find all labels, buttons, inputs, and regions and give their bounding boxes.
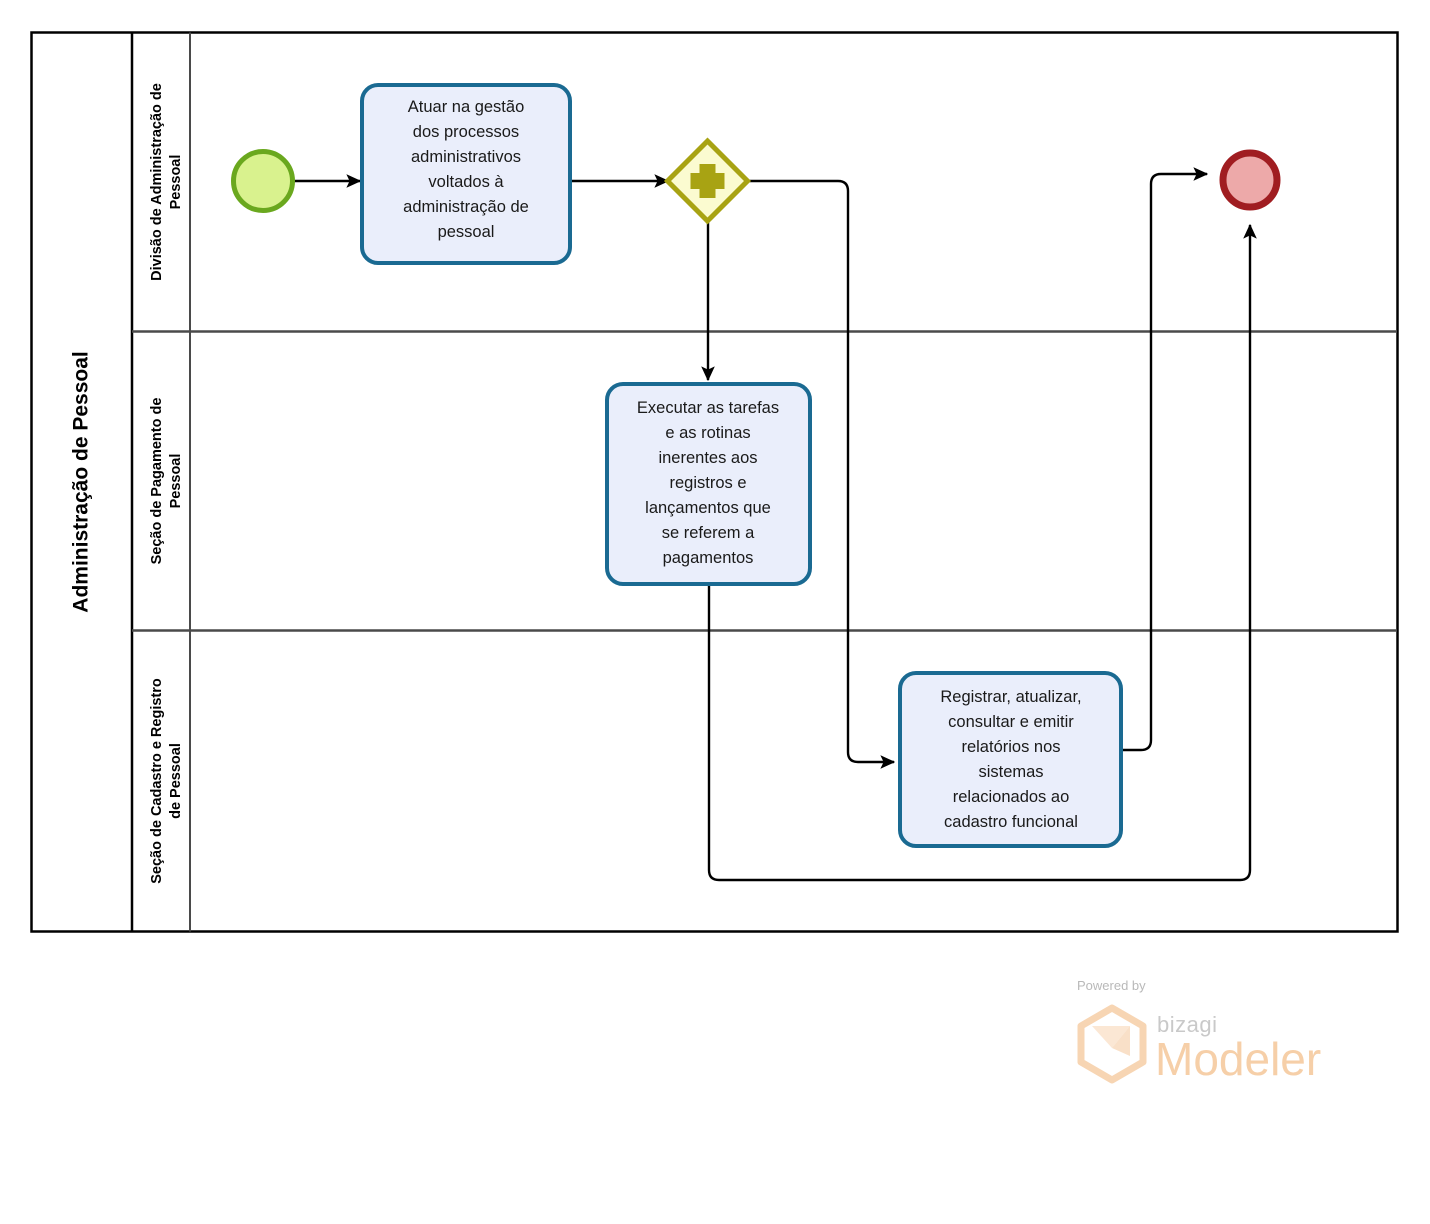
bizagi-hexagon-inner2-icon	[1112, 1026, 1130, 1056]
gateway-plus-icon	[690, 164, 725, 198]
task-1-line-3: administrativos	[411, 148, 521, 166]
task-3-line-2: consultar e emitir	[948, 713, 1074, 731]
task-2-line-2: e as rotinas	[665, 424, 750, 442]
task-3-line-5: relacionados ao	[953, 788, 1070, 806]
bizagi-hexagon-inner-icon	[1092, 1026, 1130, 1048]
pool-title: Administração de Pessoal	[70, 351, 93, 612]
task-1-line-1: Atuar na gestão	[408, 98, 525, 116]
lane-group: Divisão de Administração de Pessoal Seçã…	[132, 32, 1397, 932]
task-2-line-6: se referem a	[662, 524, 755, 542]
bizagi-wordmark: bizagi	[1157, 1012, 1217, 1037]
lane-secao-de-pagamento-de-pessoal[interactable]: Seção de Pagamento de Pessoal	[132, 331, 1397, 632]
bizagi-hexagon-icon	[1077, 1004, 1147, 1084]
task-2-line-3: inerentes aos	[658, 449, 757, 467]
lane-3-label-line-1: Seção de Cadastro e Registro	[149, 678, 165, 884]
task-1-line-5: administração de	[403, 198, 529, 216]
task-2-box	[605, 382, 812, 586]
lane-2-label-line-1: Seção de Pagamento de	[149, 398, 165, 565]
end-event-circle	[1219, 149, 1281, 211]
powered-by-label: Powered by	[1077, 978, 1146, 993]
flow-task3-to-end[interactable]	[1122, 167, 1209, 752]
task-3-line-3: relatórios nos	[961, 738, 1060, 756]
end-event[interactable]	[1219, 149, 1281, 211]
task-1-box	[360, 83, 572, 265]
task-2-line-5: lançamentos que	[645, 499, 771, 517]
lane-1-label-line-2: Pessoal	[168, 155, 184, 210]
task-3-line-4: sistemas	[978, 763, 1043, 781]
task-3-box	[898, 671, 1123, 848]
task-2-line-4: registros e	[669, 474, 746, 492]
lane-2-label-line-2: Pessoal	[168, 454, 184, 509]
start-event[interactable]	[231, 149, 295, 213]
lane-3-label-line-2: de Pessoal	[168, 743, 184, 819]
flow-task2-to-end[interactable]	[707, 223, 1257, 882]
sequence-flows	[294, 167, 1257, 882]
lane-1-label-line-1: Divisão de Administração de	[149, 83, 165, 281]
parallel-gateway[interactable]	[663, 137, 752, 225]
lane-secao-de-cadastro-e-registro-de-pessoal[interactable]: Seção de Cadastro e Registro de Pessoal	[149, 630, 191, 932]
task-3-line-1: Registrar, atualizar,	[940, 688, 1081, 706]
flow-gateway-to-task3[interactable]	[747, 179, 896, 769]
task-3-line-6: cadastro funcional	[944, 813, 1078, 831]
task-1-line-2: dos processos	[413, 123, 519, 141]
task-atuar-na-gestao[interactable]: Atuar na gestão dos processos administra…	[360, 83, 572, 265]
task-2-line-1: Executar as tarefas	[637, 399, 779, 417]
task-2-line-7: pagamentos	[663, 549, 754, 567]
start-event-circle	[231, 149, 295, 213]
lane-divisao-de-administracao-de-pessoal[interactable]: Divisão de Administração de Pessoal	[132, 32, 1397, 333]
task-1-line-4: voltados à	[428, 173, 504, 191]
task-executar-as-tarefas[interactable]: Executar as tarefas e as rotinas inerent…	[605, 382, 812, 586]
task-1-line-6: pessoal	[438, 223, 495, 241]
bizagi-modeler-logo: Powered by bizagi Modeler	[1077, 978, 1321, 1085]
modeler-wordmark: Modeler	[1155, 1033, 1321, 1085]
task-registrar-atualizar[interactable]: Registrar, atualizar, consultar e emitir…	[898, 671, 1123, 848]
